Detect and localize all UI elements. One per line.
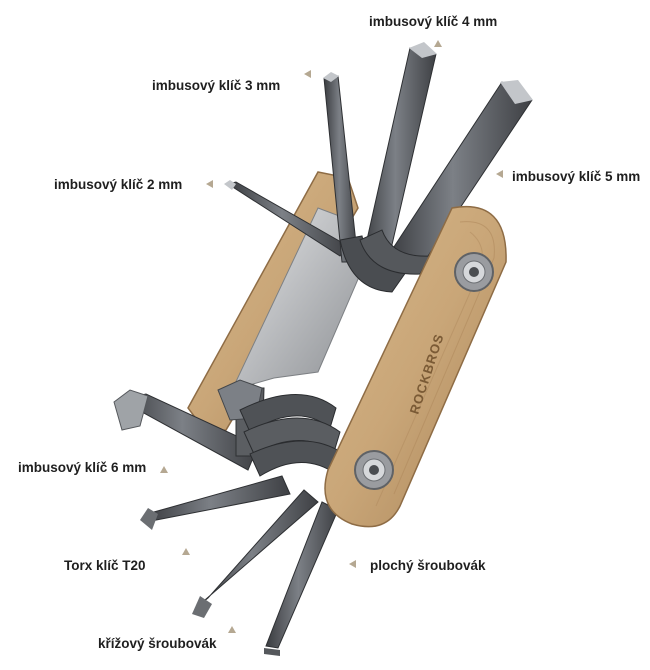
bottom-screw xyxy=(354,450,394,490)
arrow-hex-5mm xyxy=(496,170,503,178)
label-hex-4mm: imbusový klíč 4 mm xyxy=(369,14,498,29)
upper-key-bends xyxy=(339,229,431,293)
label-torx-t20: Torx klíč T20 xyxy=(64,558,146,573)
phillips-screwdriver xyxy=(192,489,319,618)
arrow-torx-t20 xyxy=(182,548,190,555)
arrow-hex-3mm xyxy=(304,70,311,78)
label-hex-5mm: imbusový klíč 5 mm xyxy=(512,169,641,184)
label-phillips-screwdriver: křížový šroubovák xyxy=(98,636,217,651)
label-hex-2mm: imbusový klíč 2 mm xyxy=(54,177,183,192)
hex-key-6mm xyxy=(113,379,265,471)
label-hex-6mm: imbusový klíč 6 mm xyxy=(18,460,147,475)
label-hex-3mm: imbusový klíč 3 mm xyxy=(152,78,281,93)
arrow-hex-2mm xyxy=(206,180,213,188)
top-screw xyxy=(454,252,494,292)
arrow-hex-6mm xyxy=(160,466,168,473)
lower-key-coil xyxy=(239,394,345,477)
torx-t20-bit xyxy=(140,475,291,530)
arrow-hex-4mm xyxy=(434,40,442,47)
arrow-phillips-screwdriver xyxy=(228,626,236,633)
label-flat-screwdriver: plochý šroubovák xyxy=(370,558,486,573)
arrow-flat-screwdriver xyxy=(349,560,356,568)
